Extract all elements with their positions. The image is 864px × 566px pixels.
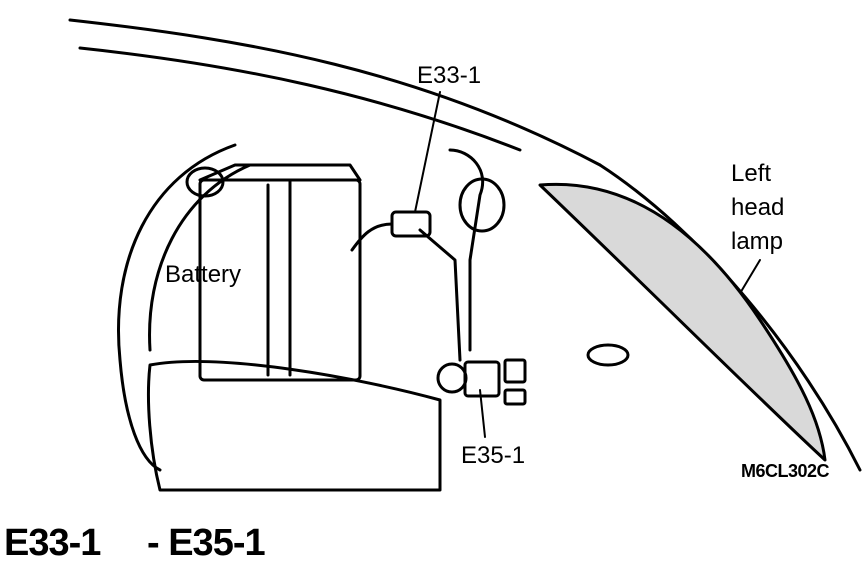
headlamp-label-line-1: Left xyxy=(731,160,772,187)
connector-label-e35-1: E35-1 xyxy=(461,442,526,469)
connector-e35-1 xyxy=(463,360,501,398)
wire-e33-1 xyxy=(350,222,394,252)
headlamp-label-line-2: head xyxy=(731,194,785,221)
leader-e33-1 xyxy=(414,91,441,213)
leader-e35-1 xyxy=(479,389,486,438)
reservoir-cap xyxy=(458,177,506,233)
connector-heading-right: - E35-1 xyxy=(147,522,266,564)
battery-terminal xyxy=(185,166,225,198)
grommet xyxy=(436,362,468,394)
battery-label: Battery xyxy=(165,261,242,288)
battery-body xyxy=(198,178,362,382)
hood-edge xyxy=(68,18,602,167)
bracket-2 xyxy=(418,228,462,362)
hood-inner xyxy=(78,46,522,152)
connector-label-e33-1: E33-1 xyxy=(417,62,482,89)
wheel-arch xyxy=(117,143,237,472)
battery-cover xyxy=(146,360,442,492)
headlamp-label-line-3: lamp xyxy=(731,228,784,255)
figure-code: M6CL302C xyxy=(741,461,830,481)
headlamp-lens xyxy=(538,182,827,462)
wheel-arch-inner xyxy=(148,163,252,352)
connector-heading-left: E33-1 xyxy=(4,522,101,564)
bracket xyxy=(448,148,485,352)
